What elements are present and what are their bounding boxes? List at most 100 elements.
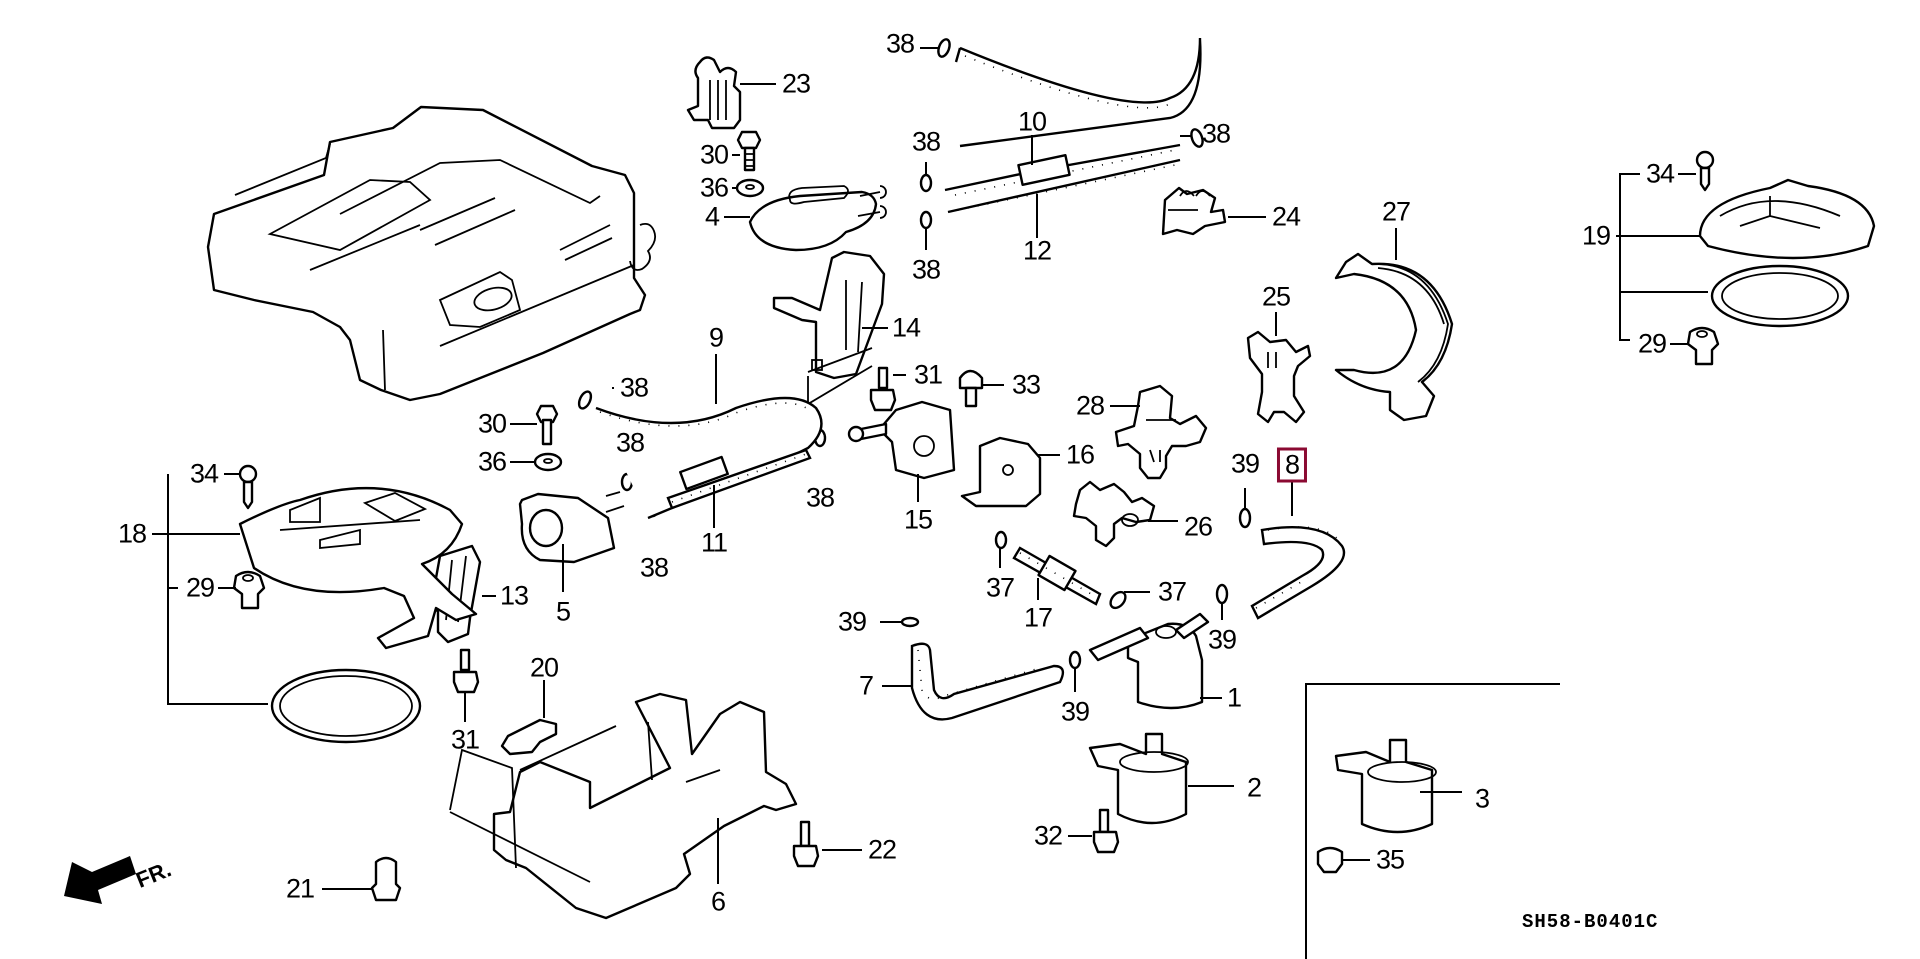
part-11-hose[interactable] [666,448,812,510]
callout-39-left[interactable]: 39 [837,606,867,637]
part-34-screw-right[interactable] [1695,150,1715,192]
part-14-bracket[interactable] [772,250,886,406]
callout-34-left[interactable]: 34 [189,458,219,489]
callout-24[interactable]: 24 [1271,201,1301,232]
part-34-screw-left[interactable] [238,464,258,510]
callout-28[interactable]: 28 [1075,390,1105,421]
part-31-bolt-lower[interactable] [452,648,480,694]
part-1-fuel-filter[interactable] [1088,612,1210,710]
fuel-tank[interactable] [206,105,657,402]
part-8-hose-selected[interactable] [1250,526,1346,620]
callout-39-filter[interactable]: 39 [1207,624,1237,655]
callout-11[interactable]: 11 [700,527,728,558]
callout-38-hose9[interactable]: 38 [619,372,649,403]
callout-12[interactable]: 12 [1022,235,1052,266]
callout-35[interactable]: 35 [1375,844,1405,875]
part-3-filter-holder[interactable] [1334,738,1437,834]
part-36-washer-mid[interactable] [533,452,563,472]
front-direction-indicator: FR. [44,852,184,932]
part-2-filter-holder[interactable] [1088,732,1189,825]
part-ring-gasket-left[interactable] [270,668,422,744]
callout-31-lower[interactable]: 31 [450,724,480,755]
part-22-bolt[interactable] [792,820,820,868]
part-24-clip[interactable] [1161,186,1227,236]
part-30-bolt-top[interactable] [736,130,762,172]
part-23-clip[interactable] [686,56,742,130]
callout-38-top[interactable]: 38 [885,28,915,59]
callout-31-mid[interactable]: 31 [913,359,943,390]
callout-30-top[interactable]: 30 [699,139,729,170]
part-35-nut[interactable] [1316,846,1344,874]
part-4-valve[interactable] [748,185,887,252]
part-28-clip[interactable] [1114,384,1208,480]
callout-13[interactable]: 13 [499,580,529,611]
clamp-39[interactable] [900,507,1252,670]
callout-34-right[interactable]: 34 [1645,158,1675,189]
part-19-plate[interactable] [1698,178,1876,260]
callout-15[interactable]: 15 [903,504,933,535]
callout-38-topright[interactable]: 38 [1201,118,1231,149]
callout-37-right[interactable]: 37 [1157,576,1187,607]
callout-37-left[interactable]: 37 [985,572,1015,603]
part-33-screw[interactable] [958,369,984,408]
part-18-plate[interactable] [238,487,478,650]
callout-30-mid[interactable]: 30 [477,408,507,439]
callout-25[interactable]: 25 [1261,281,1291,312]
callout-36-top[interactable]: 36 [699,172,729,203]
callout-7[interactable]: 7 [858,670,874,701]
callout-23[interactable]: 23 [781,68,811,99]
callout-4[interactable]: 4 [704,201,720,232]
part-31-bolt-mid[interactable] [869,366,897,412]
part-ring-gasket-right[interactable] [1710,264,1850,328]
callout-16[interactable]: 16 [1065,439,1095,470]
callout-38-bottom[interactable]: 38 [639,552,669,583]
part-6-tray[interactable] [449,692,798,920]
callout-39-lower[interactable]: 39 [1060,696,1090,727]
callout-22[interactable]: 22 [867,834,897,865]
part-26-clip[interactable] [1072,480,1156,548]
callout-3[interactable]: 3 [1474,783,1490,814]
callout-18[interactable]: 18 [117,518,147,549]
part-15-valve[interactable] [847,400,956,480]
callout-10[interactable]: 10 [1017,106,1047,137]
callout-8-selected[interactable]: 8 [1276,447,1308,483]
callout-6[interactable]: 6 [710,886,726,917]
callout-26[interactable]: 26 [1183,511,1213,542]
part-16-bracket[interactable] [960,436,1042,508]
callout-38-mid[interactable]: 38 [615,427,645,458]
callout-9[interactable]: 9 [708,322,724,353]
callout-36-mid[interactable]: 36 [477,446,507,477]
part-9-hose[interactable] [595,396,823,520]
callout-38-lower[interactable]: 38 [911,254,941,285]
part-20-clip[interactable] [500,718,558,756]
callout-17[interactable]: 17 [1023,602,1053,633]
callout-38-upper[interactable]: 38 [911,126,941,157]
part-32-bolt[interactable] [1092,808,1120,854]
callout-33[interactable]: 33 [1011,369,1041,400]
callout-19[interactable]: 19 [1581,220,1611,251]
part-21-bolt[interactable] [370,856,402,902]
callout-20[interactable]: 20 [529,652,559,683]
callout-14[interactable]: 14 [891,312,921,343]
callout-5[interactable]: 5 [555,596,571,627]
callout-21[interactable]: 21 [285,873,315,904]
callout-29-right[interactable]: 29 [1637,328,1667,359]
part-30-bolt-mid[interactable] [535,404,559,446]
part-7-hose[interactable] [910,642,1065,721]
part-10-hose[interactable] [944,37,1202,214]
callout-32[interactable]: 32 [1033,820,1063,851]
callout-29-left[interactable]: 29 [185,572,215,603]
callout-38-right[interactable]: 38 [805,482,835,513]
part-29-clip-left[interactable] [232,570,266,610]
part-25-clip[interactable] [1246,330,1312,424]
part-27-band[interactable] [1334,252,1454,422]
part-29-clip-right[interactable] [1686,326,1720,366]
callout-39-upper[interactable]: 39 [1230,448,1260,479]
callout-1[interactable]: 1 [1226,682,1242,713]
callout-2[interactable]: 2 [1246,772,1262,803]
part-17-hose[interactable] [1012,546,1102,606]
part-5-canister[interactable] [518,491,625,564]
callout-27[interactable]: 27 [1381,196,1411,227]
clamp-37[interactable] [994,530,1128,611]
part-36-washer-top[interactable] [735,178,765,198]
